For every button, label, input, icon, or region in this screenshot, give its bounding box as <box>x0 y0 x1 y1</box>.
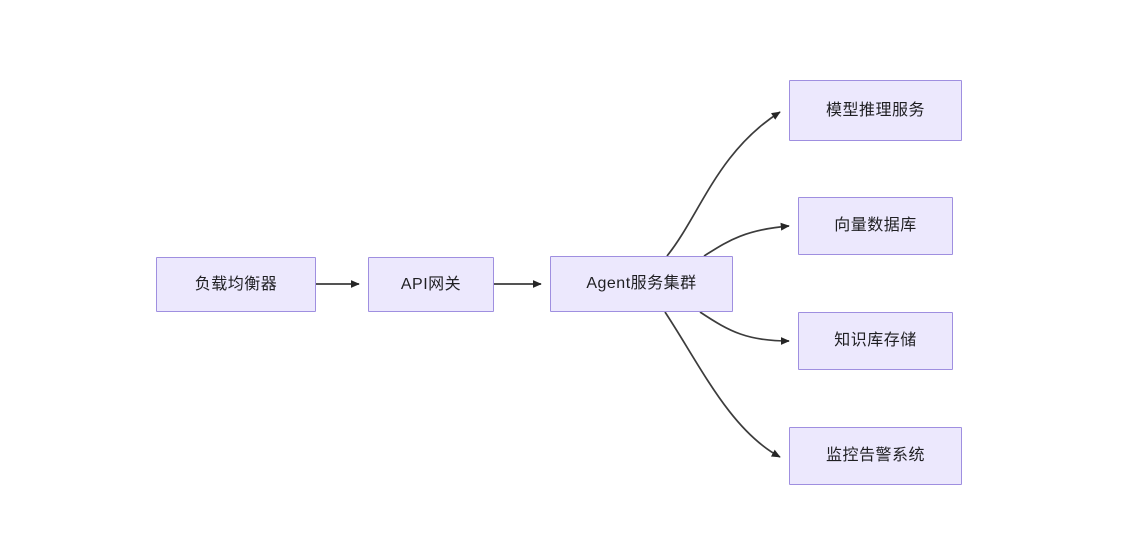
edge-agent-to-monitor <box>664 311 781 458</box>
node-monitoring-alerting[interactable]: 监控告警系统 <box>789 427 962 485</box>
node-load-balancer-label: 负载均衡器 <box>194 275 278 293</box>
node-api-gateway[interactable]: API网关 <box>368 257 494 312</box>
node-monitoring-alerting-label: 监控告警系统 <box>825 447 925 465</box>
node-knowledge-storage-label: 知识库存储 <box>834 332 917 350</box>
node-knowledge-storage[interactable]: 知识库存储 <box>798 312 953 370</box>
node-model-inference-label: 模型推理服务 <box>825 101 925 119</box>
node-vector-database-label: 向量数据库 <box>834 217 917 235</box>
node-model-inference[interactable]: 模型推理服务 <box>789 80 962 141</box>
node-agent-cluster[interactable]: Agent服务集群 <box>550 256 733 312</box>
node-load-balancer[interactable]: 负载均衡器 <box>156 257 316 312</box>
node-vector-database[interactable]: 向量数据库 <box>798 197 953 255</box>
edge-agent-to-vector <box>703 222 790 257</box>
node-agent-cluster-label: Agent服务集群 <box>586 275 697 293</box>
node-api-gateway-label: API网关 <box>400 275 462 293</box>
edge-agent-to-knowledge <box>699 311 790 345</box>
edge-agent-to-model <box>666 111 781 257</box>
